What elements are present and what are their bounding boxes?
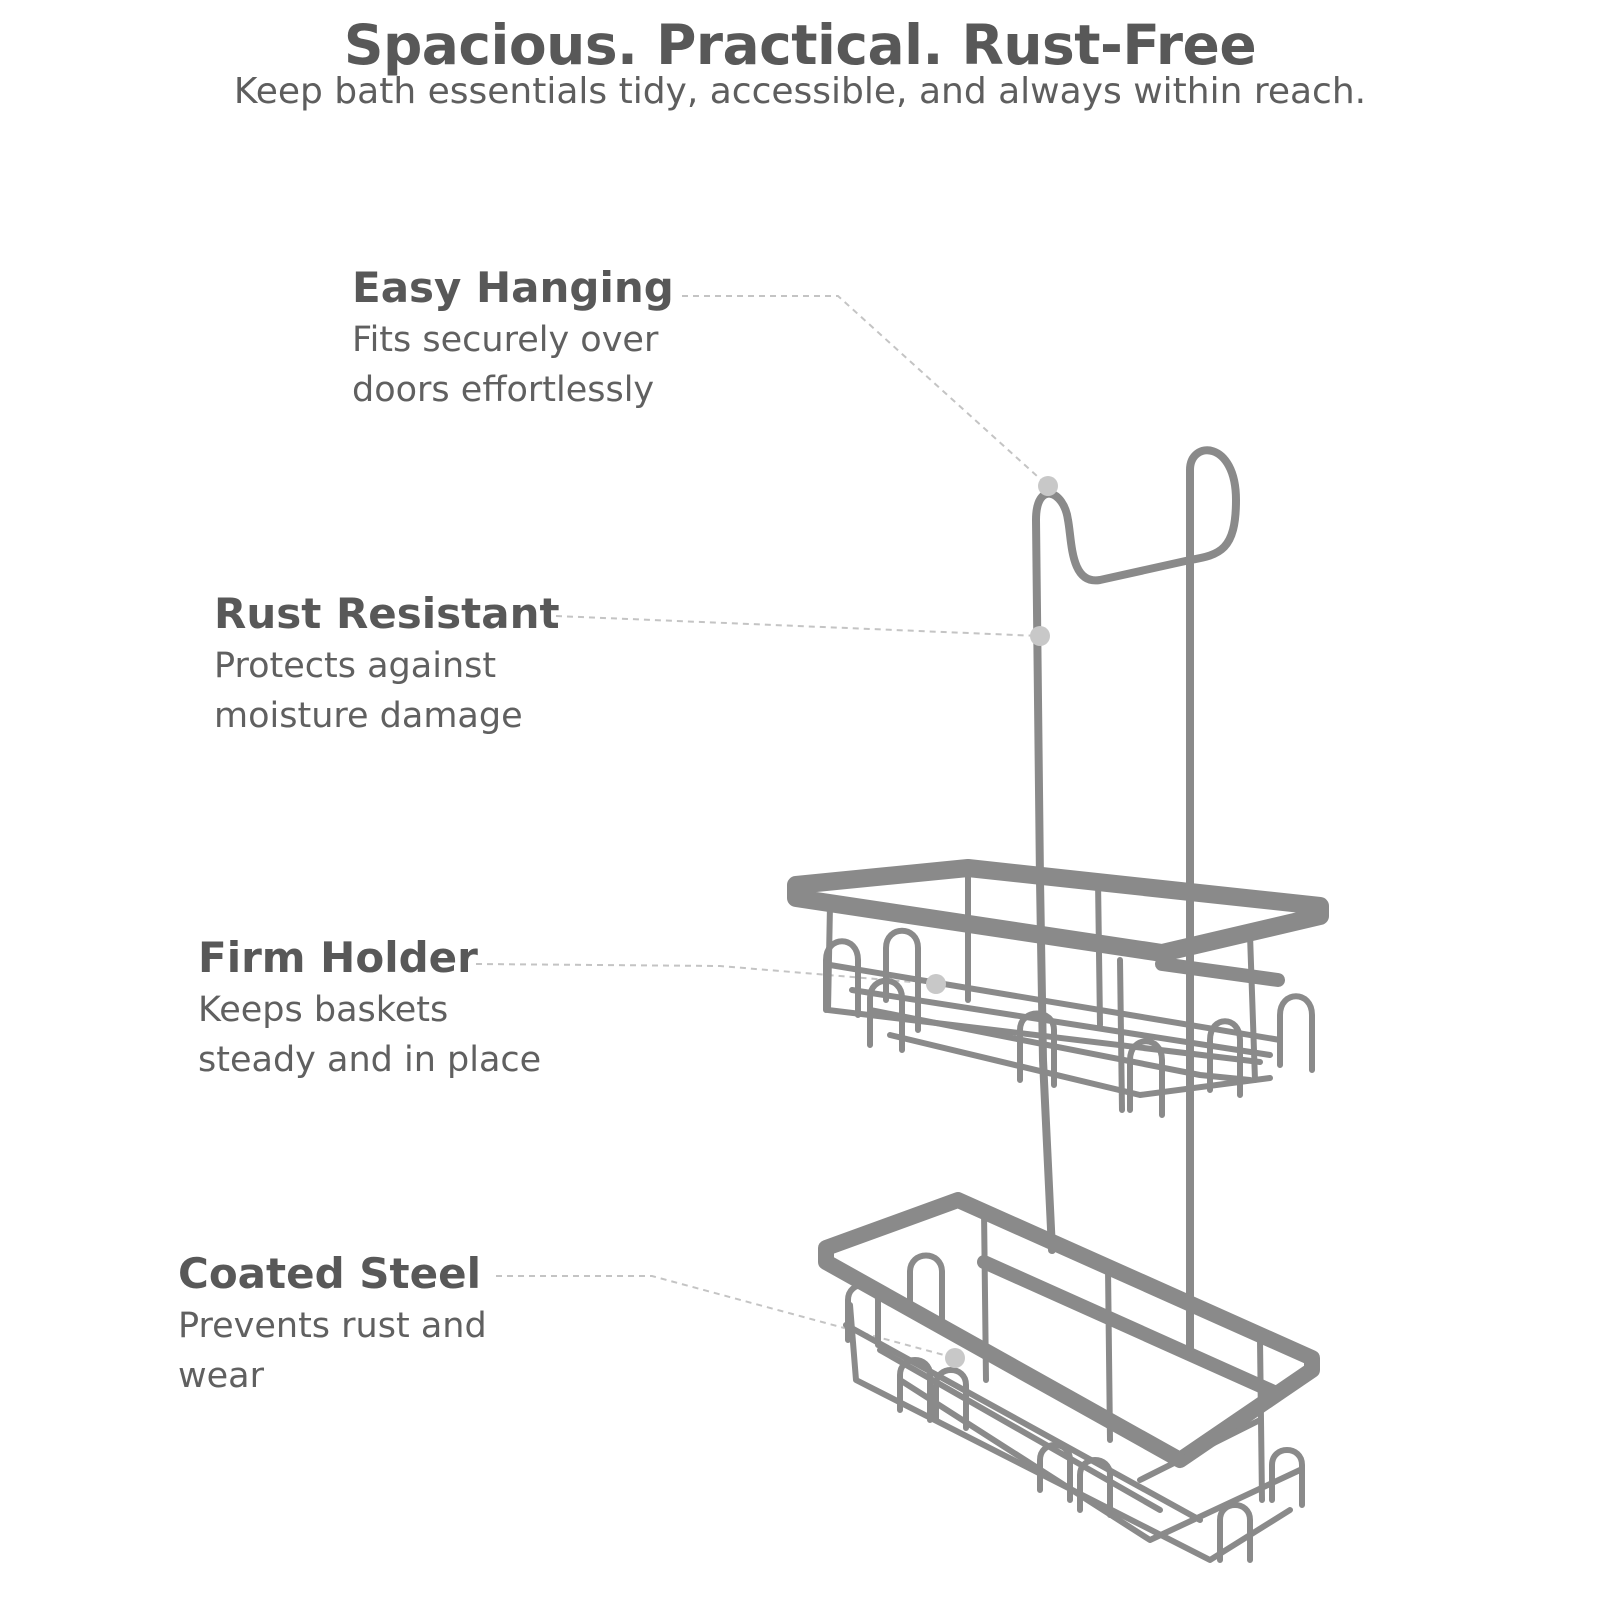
callout-dots: [926, 476, 1058, 1368]
leader-rust-resistant: [555, 615, 1041, 637]
rear-rod: [1032, 446, 1240, 1359]
lower-basket: [818, 1192, 1320, 1563]
leader-firm-holder: [475, 963, 937, 985]
callout-desc-line: doors effortlessly: [352, 370, 655, 410]
page-title: Spacious. Practical. Rust-Free: [343, 13, 1257, 77]
rack: [787, 446, 1329, 1563]
callout-title: Firm Holder: [198, 933, 478, 982]
front-rod: [1039, 1056, 1056, 1254]
page-subtitle: Keep bath essentials tidy, accessible, a…: [233, 71, 1367, 112]
callout-desc-line: Keeps baskets: [198, 990, 449, 1030]
callout-desc-line: Protects against: [214, 646, 497, 686]
dot-easy-hanging: [1038, 476, 1058, 496]
callout-firm-holder: Firm Holder Keeps baskets steady and in …: [198, 932, 541, 1084]
callout-desc-line: wear: [178, 1356, 264, 1396]
upper-basket: [787, 859, 1329, 1118]
callout-coated-steel: Coated Steel Prevents rust and wear: [178, 1248, 487, 1400]
callout-title: Rust Resistant: [214, 589, 560, 638]
dot-rust-resistant: [1030, 626, 1050, 646]
dot-firm-holder: [926, 974, 946, 994]
front-rod-upper: [1036, 876, 1047, 1064]
callout-desc-line: Prevents rust and: [178, 1306, 487, 1346]
dot-coated-steel: [945, 1348, 965, 1368]
callout-rust-resistant: Rust Resistant Protects against moisture…: [214, 588, 560, 740]
callout-title: Easy Hanging: [352, 263, 674, 312]
callout-easy-hanging: Easy Hanging Fits securely over doors ef…: [352, 262, 674, 414]
callout-desc-line: Fits securely over: [352, 320, 659, 360]
callout-desc-line: steady and in place: [198, 1040, 542, 1080]
callout-title: Coated Steel: [178, 1249, 481, 1298]
header: Spacious. Practical. Rust-Free Keep bath…: [0, 6, 1600, 114]
callout-desc-line: moisture damage: [214, 696, 523, 736]
leader-easy-hanging: [682, 295, 1049, 487]
